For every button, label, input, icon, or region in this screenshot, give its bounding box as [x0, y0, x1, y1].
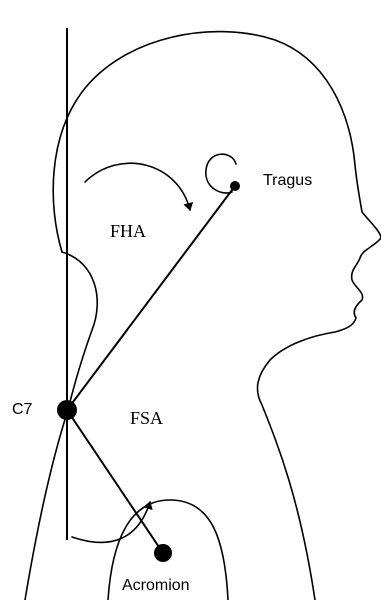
- fha-label: FHA: [110, 221, 146, 241]
- tragus-label: Tragus: [263, 172, 312, 189]
- c7-acromion-line: [67, 410, 163, 553]
- fha-angle-arrow: [85, 163, 190, 210]
- fsa-label: FSA: [130, 408, 163, 428]
- c7-label: C7: [12, 401, 33, 418]
- fsa-angle-arrow: [72, 502, 150, 542]
- c7-point: [57, 400, 77, 420]
- acromion-point: [154, 544, 172, 562]
- neck-back-outline: [25, 252, 97, 600]
- c7-tragus-line: [67, 186, 235, 410]
- acromion-label: Acromion: [122, 577, 190, 594]
- tragus-point: [230, 181, 240, 191]
- head-profile-outline: [53, 32, 381, 600]
